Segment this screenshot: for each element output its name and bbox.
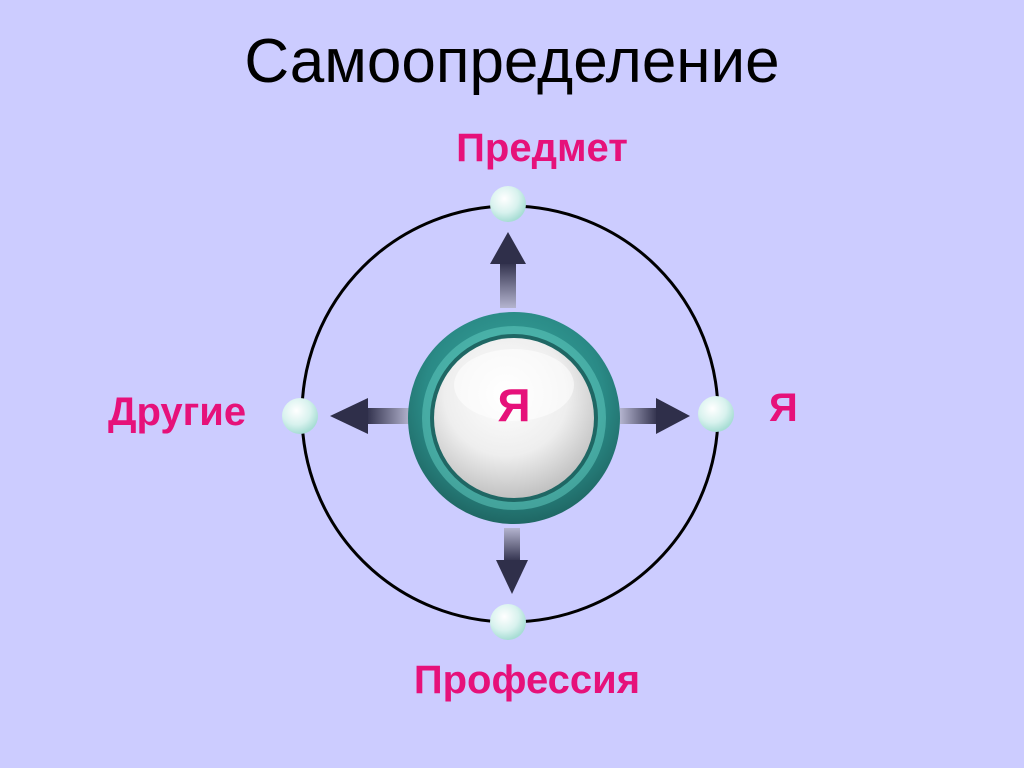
node-label-left: Другие [108,390,247,434]
page-title: Самоопределение [244,27,780,96]
node-dot-icon [698,396,734,432]
arrow-down-icon [496,528,528,594]
arrow-up-icon [490,232,526,308]
node-label-top: Предмет [456,126,628,170]
arrow-right-icon [620,398,690,434]
center-label: Я [497,379,531,431]
node-label-bottom: Профессия [413,658,641,702]
node-dot-icon [490,604,526,640]
node-dot-icon [490,186,526,222]
arrow-left-icon [330,398,410,434]
center-button [408,312,620,524]
node-dot-icon [282,398,318,434]
node-label-right: Я [769,386,798,430]
